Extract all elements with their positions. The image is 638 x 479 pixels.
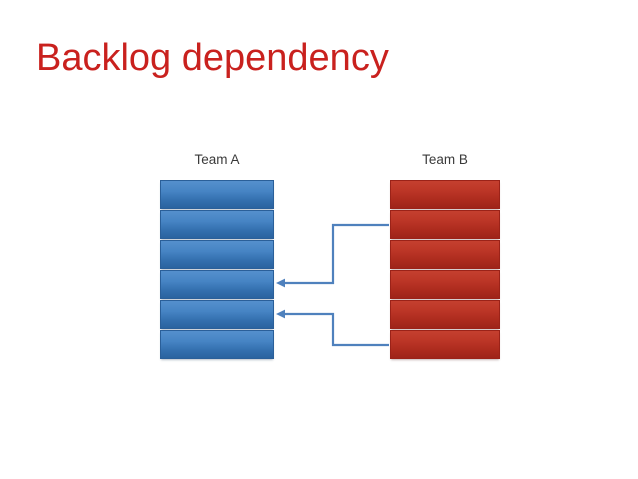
team-b-backlog-item-5[interactable]: [390, 300, 500, 329]
dependency-arrow-2: [282, 312, 389, 347]
team-a-backlog-item-1[interactable]: [160, 180, 274, 209]
team-a-backlog-item-2[interactable]: [160, 210, 274, 239]
dependency-arrowhead-1-icon: [276, 278, 285, 288]
team-a-label: Team A: [194, 152, 240, 167]
team-b-label: Team B: [422, 152, 468, 167]
dependency-arrowhead-2-icon: [276, 309, 285, 319]
team-b-backlog-item-1[interactable]: [390, 180, 500, 209]
team-a-backlog-item-3[interactable]: [160, 240, 274, 269]
team-b-backlog-item-3[interactable]: [390, 240, 500, 269]
team-a-backlog-item-6[interactable]: [160, 330, 274, 359]
team-a-backlog-item-4[interactable]: [160, 270, 274, 299]
dependency-arrow-1: [282, 223, 389, 285]
team-b-backlog-item-2[interactable]: [390, 210, 500, 239]
team-b-backlog-item-6[interactable]: [390, 330, 500, 359]
team-b-backlog-item-4[interactable]: [390, 270, 500, 299]
team-a-backlog-item-5[interactable]: [160, 300, 274, 329]
team-a-backlog-stack: [160, 180, 274, 360]
page-title: Backlog dependency: [36, 37, 389, 79]
team-b-backlog-stack: [390, 180, 500, 360]
